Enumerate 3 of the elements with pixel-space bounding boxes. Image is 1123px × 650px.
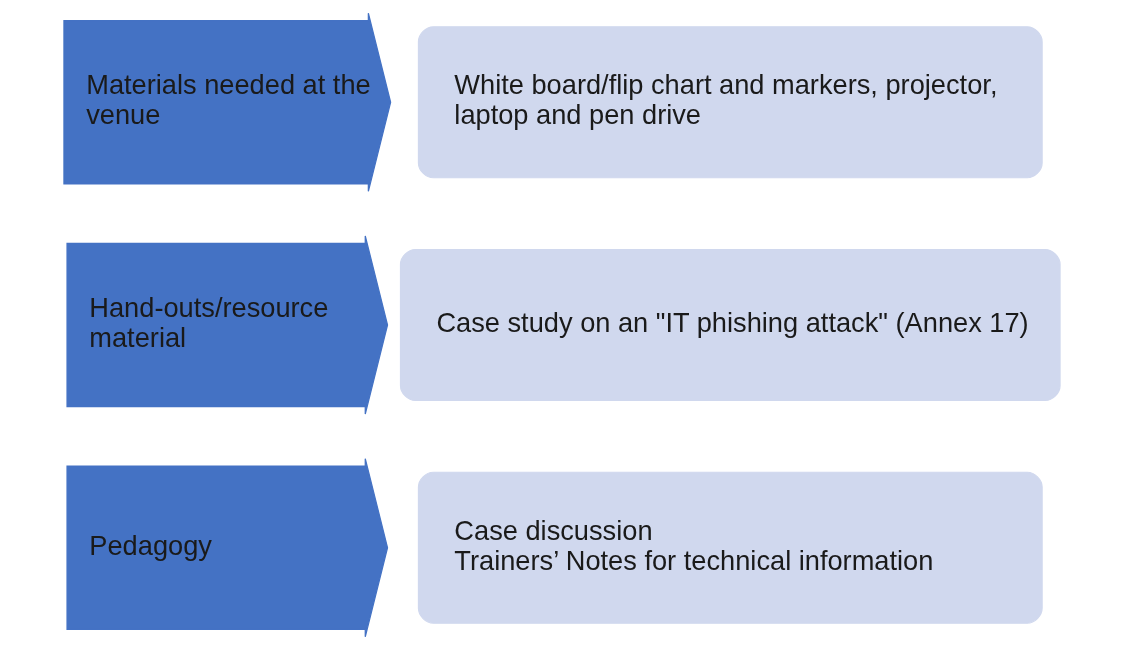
node-box: Case discussion Trainers’ Notes for technical information <box>417 471 1043 624</box>
node-box: White board/flip chart and markers, projector, laptop and pen drive <box>417 26 1043 179</box>
node-box: Case study on an "IT phishing attack" (Annex 17) <box>399 248 1061 402</box>
